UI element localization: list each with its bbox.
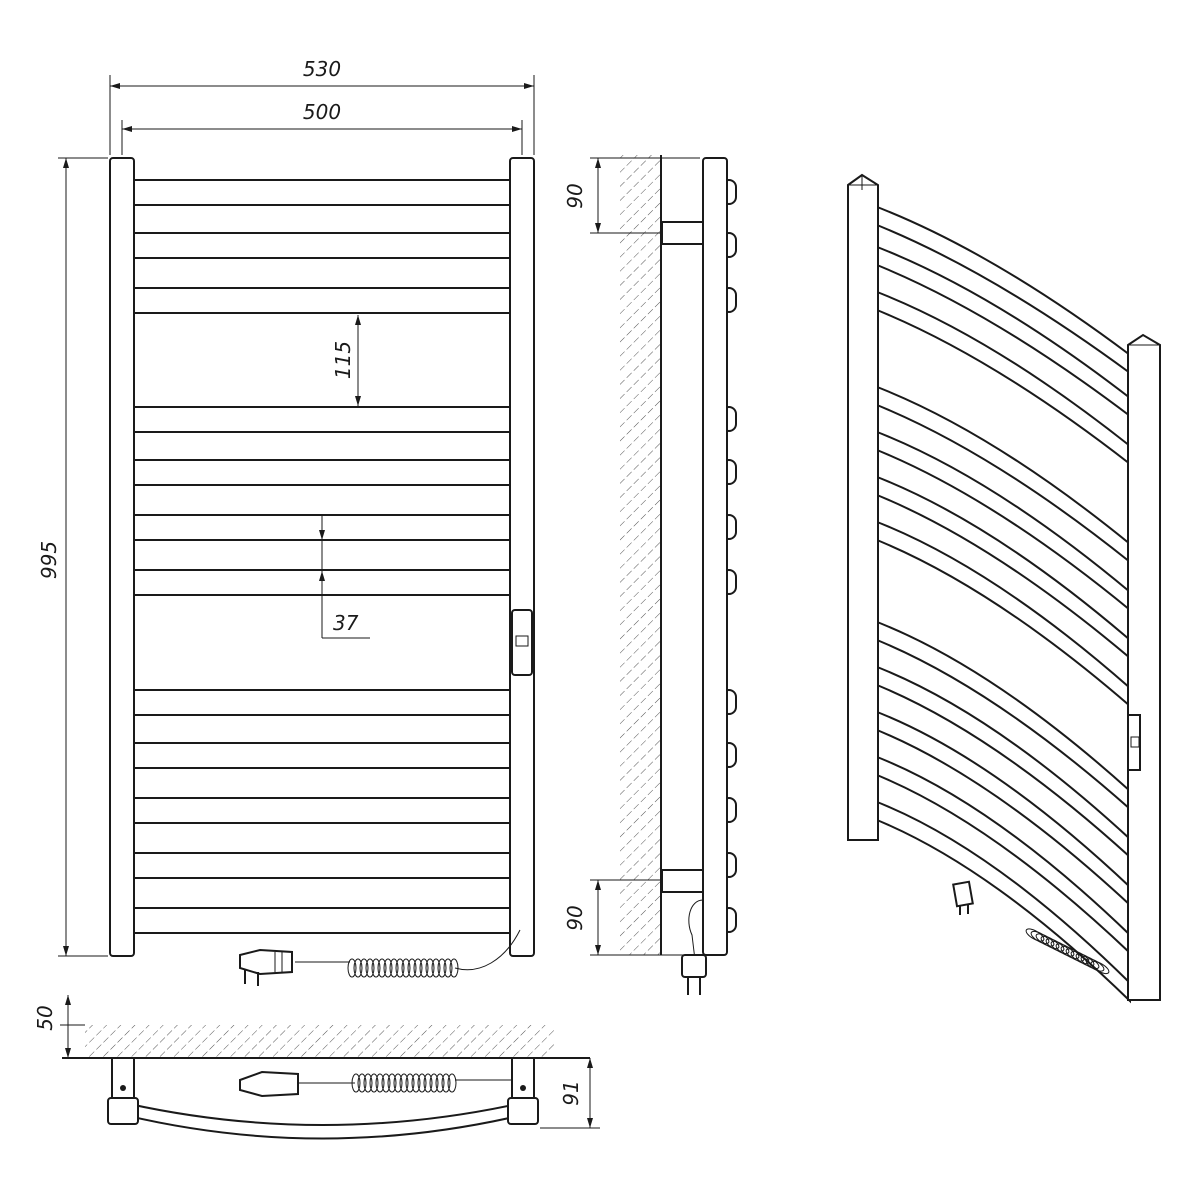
coil-loop xyxy=(423,1073,433,1093)
coil-loop xyxy=(369,1073,379,1093)
top-bracket xyxy=(661,221,704,245)
bottom-rail-right xyxy=(507,1097,539,1125)
perspective-cord xyxy=(952,880,1110,975)
coil-loop xyxy=(419,958,429,978)
coil-loop xyxy=(377,958,387,978)
coil-loop xyxy=(375,1073,385,1093)
coil-loop xyxy=(351,1073,361,1093)
coil-loop xyxy=(435,1073,445,1093)
rung xyxy=(134,689,510,716)
coil-loop xyxy=(357,1073,367,1093)
front-view: 530 500 995 115 37 xyxy=(37,57,535,986)
dimension-995: 995 xyxy=(37,157,108,957)
right-rail xyxy=(509,157,535,957)
bottom-bracket xyxy=(661,869,704,893)
coil-loop xyxy=(389,958,399,978)
coil-loop xyxy=(387,1073,397,1093)
coil-loop xyxy=(365,958,375,978)
dimension-label: 50 xyxy=(33,1005,57,1030)
coil-loop xyxy=(417,1073,427,1093)
rung xyxy=(134,287,510,314)
left-post xyxy=(847,173,879,841)
rung xyxy=(134,179,510,206)
dimension-label: 91 xyxy=(559,1080,583,1105)
coil-loop xyxy=(437,958,447,978)
coil-loop xyxy=(431,958,441,978)
coil-loop xyxy=(411,1073,421,1093)
coil-loop xyxy=(381,1073,391,1093)
coil-loop xyxy=(383,958,393,978)
rung xyxy=(134,406,510,433)
dimension-115: 115 xyxy=(331,315,361,406)
coil-loop xyxy=(405,1073,415,1093)
side-view: 90 90 xyxy=(563,155,737,995)
rung xyxy=(134,907,510,934)
perspective-control-unit xyxy=(1127,714,1141,771)
dimension-label: 90 xyxy=(563,183,587,208)
coil-loop xyxy=(425,958,435,978)
coil-loop xyxy=(449,958,459,978)
rung xyxy=(134,459,510,486)
dimension-530: 530 xyxy=(109,57,535,155)
left-rail xyxy=(109,157,135,957)
coil-loop xyxy=(393,1073,403,1093)
dimension-label: 37 xyxy=(333,611,359,635)
bottom-bracket-right xyxy=(511,1057,535,1099)
perspective-rungs xyxy=(862,203,1131,1004)
control-unit xyxy=(511,609,533,676)
dimension-label: 995 xyxy=(37,541,61,579)
bottom-view: 50 91 xyxy=(33,995,600,1140)
curved-rung xyxy=(862,203,1131,375)
coil-loop xyxy=(353,958,363,978)
plug-icon xyxy=(239,948,293,986)
coil-loop xyxy=(447,1073,457,1093)
coil-loop xyxy=(413,958,423,978)
bottom-cord xyxy=(239,1070,512,1098)
rung xyxy=(134,852,510,879)
coil-loop xyxy=(371,958,381,978)
wall-hatch xyxy=(620,155,660,955)
perspective-view xyxy=(847,173,1161,1004)
dimension-label: 530 xyxy=(303,57,341,81)
coil-loop xyxy=(359,958,369,978)
dimension-50: 50 xyxy=(33,995,85,1058)
coil-loop xyxy=(443,958,453,978)
coil-loop xyxy=(347,958,357,978)
coil-loop xyxy=(441,1073,451,1093)
dimension-90-top: 90 xyxy=(563,157,700,234)
cord-coil xyxy=(347,958,459,978)
bottom-rail-left xyxy=(107,1097,139,1125)
dimension-label: 90 xyxy=(563,905,587,930)
dimension-500: 500 xyxy=(121,100,523,155)
right-post xyxy=(1127,333,1161,1001)
rung xyxy=(134,232,510,259)
dimension-90-bottom: 90 xyxy=(563,879,700,956)
dimension-37: 37 xyxy=(319,515,370,639)
coil-loop xyxy=(399,1073,409,1093)
coil-loop xyxy=(401,958,411,978)
side-rail xyxy=(702,157,728,956)
bottom-bracket-left xyxy=(111,1057,135,1099)
dimension-91: 91 xyxy=(540,1058,600,1129)
coil-loop xyxy=(363,1073,373,1093)
power-cord xyxy=(239,929,521,986)
coil-loop xyxy=(1090,960,1110,975)
rung xyxy=(134,797,510,824)
rung xyxy=(134,742,510,769)
wall-hatch-bottom xyxy=(85,1025,555,1057)
dimension-label: 115 xyxy=(331,341,355,379)
coil-loop xyxy=(407,958,417,978)
coil-loop xyxy=(395,958,405,978)
dimension-label: 500 xyxy=(303,100,341,124)
coil-loop xyxy=(429,1073,439,1093)
